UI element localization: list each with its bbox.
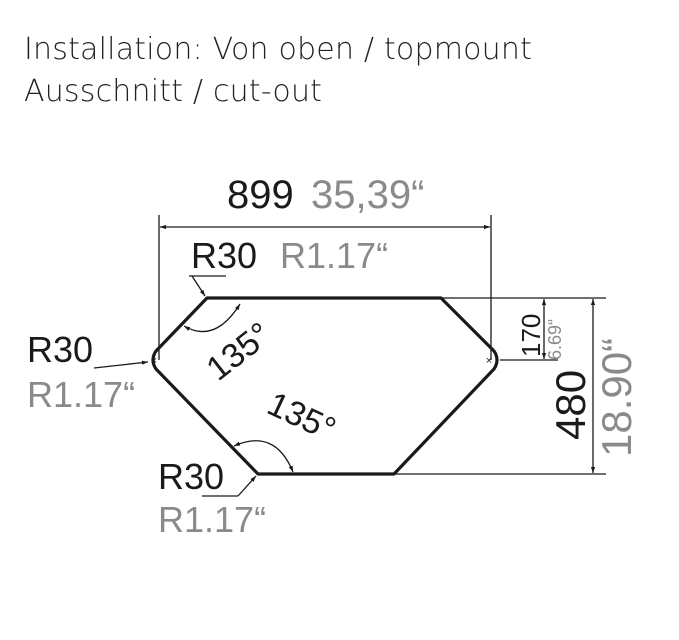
- bottom-radius-mm: R30: [158, 456, 224, 497]
- left-center-mark: ×: [151, 355, 157, 367]
- top-angle-label: 135°: [200, 315, 279, 388]
- height-mm-label: 480: [547, 370, 594, 440]
- right-center-mark: ×: [486, 355, 492, 367]
- bottom-radius-in: R1.17“: [158, 499, 266, 540]
- bottom-angle-arc: [233, 440, 294, 473]
- top-radius-leader: [189, 275, 226, 297]
- bottom-angle-label: 135°: [262, 385, 342, 449]
- width-dimension: [158, 215, 492, 360]
- installation-title: Installation: Von oben / topmount: [24, 32, 533, 67]
- left-radius-mm: R30: [27, 329, 93, 370]
- bottom-radius-leader: [202, 475, 257, 497]
- height-in-label: 18.90“: [593, 338, 640, 457]
- top-radius-in: R1.17“: [280, 235, 388, 276]
- left-radius-leader: [93, 360, 149, 369]
- top-angle-arc: [183, 303, 241, 333]
- height-dimension: [394, 297, 606, 475]
- offset-mm-label: 170: [516, 314, 546, 357]
- left-radius-in: R1.17“: [27, 374, 135, 415]
- width-in-label: 35,39“: [311, 173, 424, 217]
- width-mm-label: 899: [227, 173, 294, 217]
- top-radius-mm: R30: [191, 235, 257, 276]
- cutout-title: Ausschnitt / cut-out: [24, 74, 323, 109]
- offset-in-label: 6.69“: [545, 319, 565, 360]
